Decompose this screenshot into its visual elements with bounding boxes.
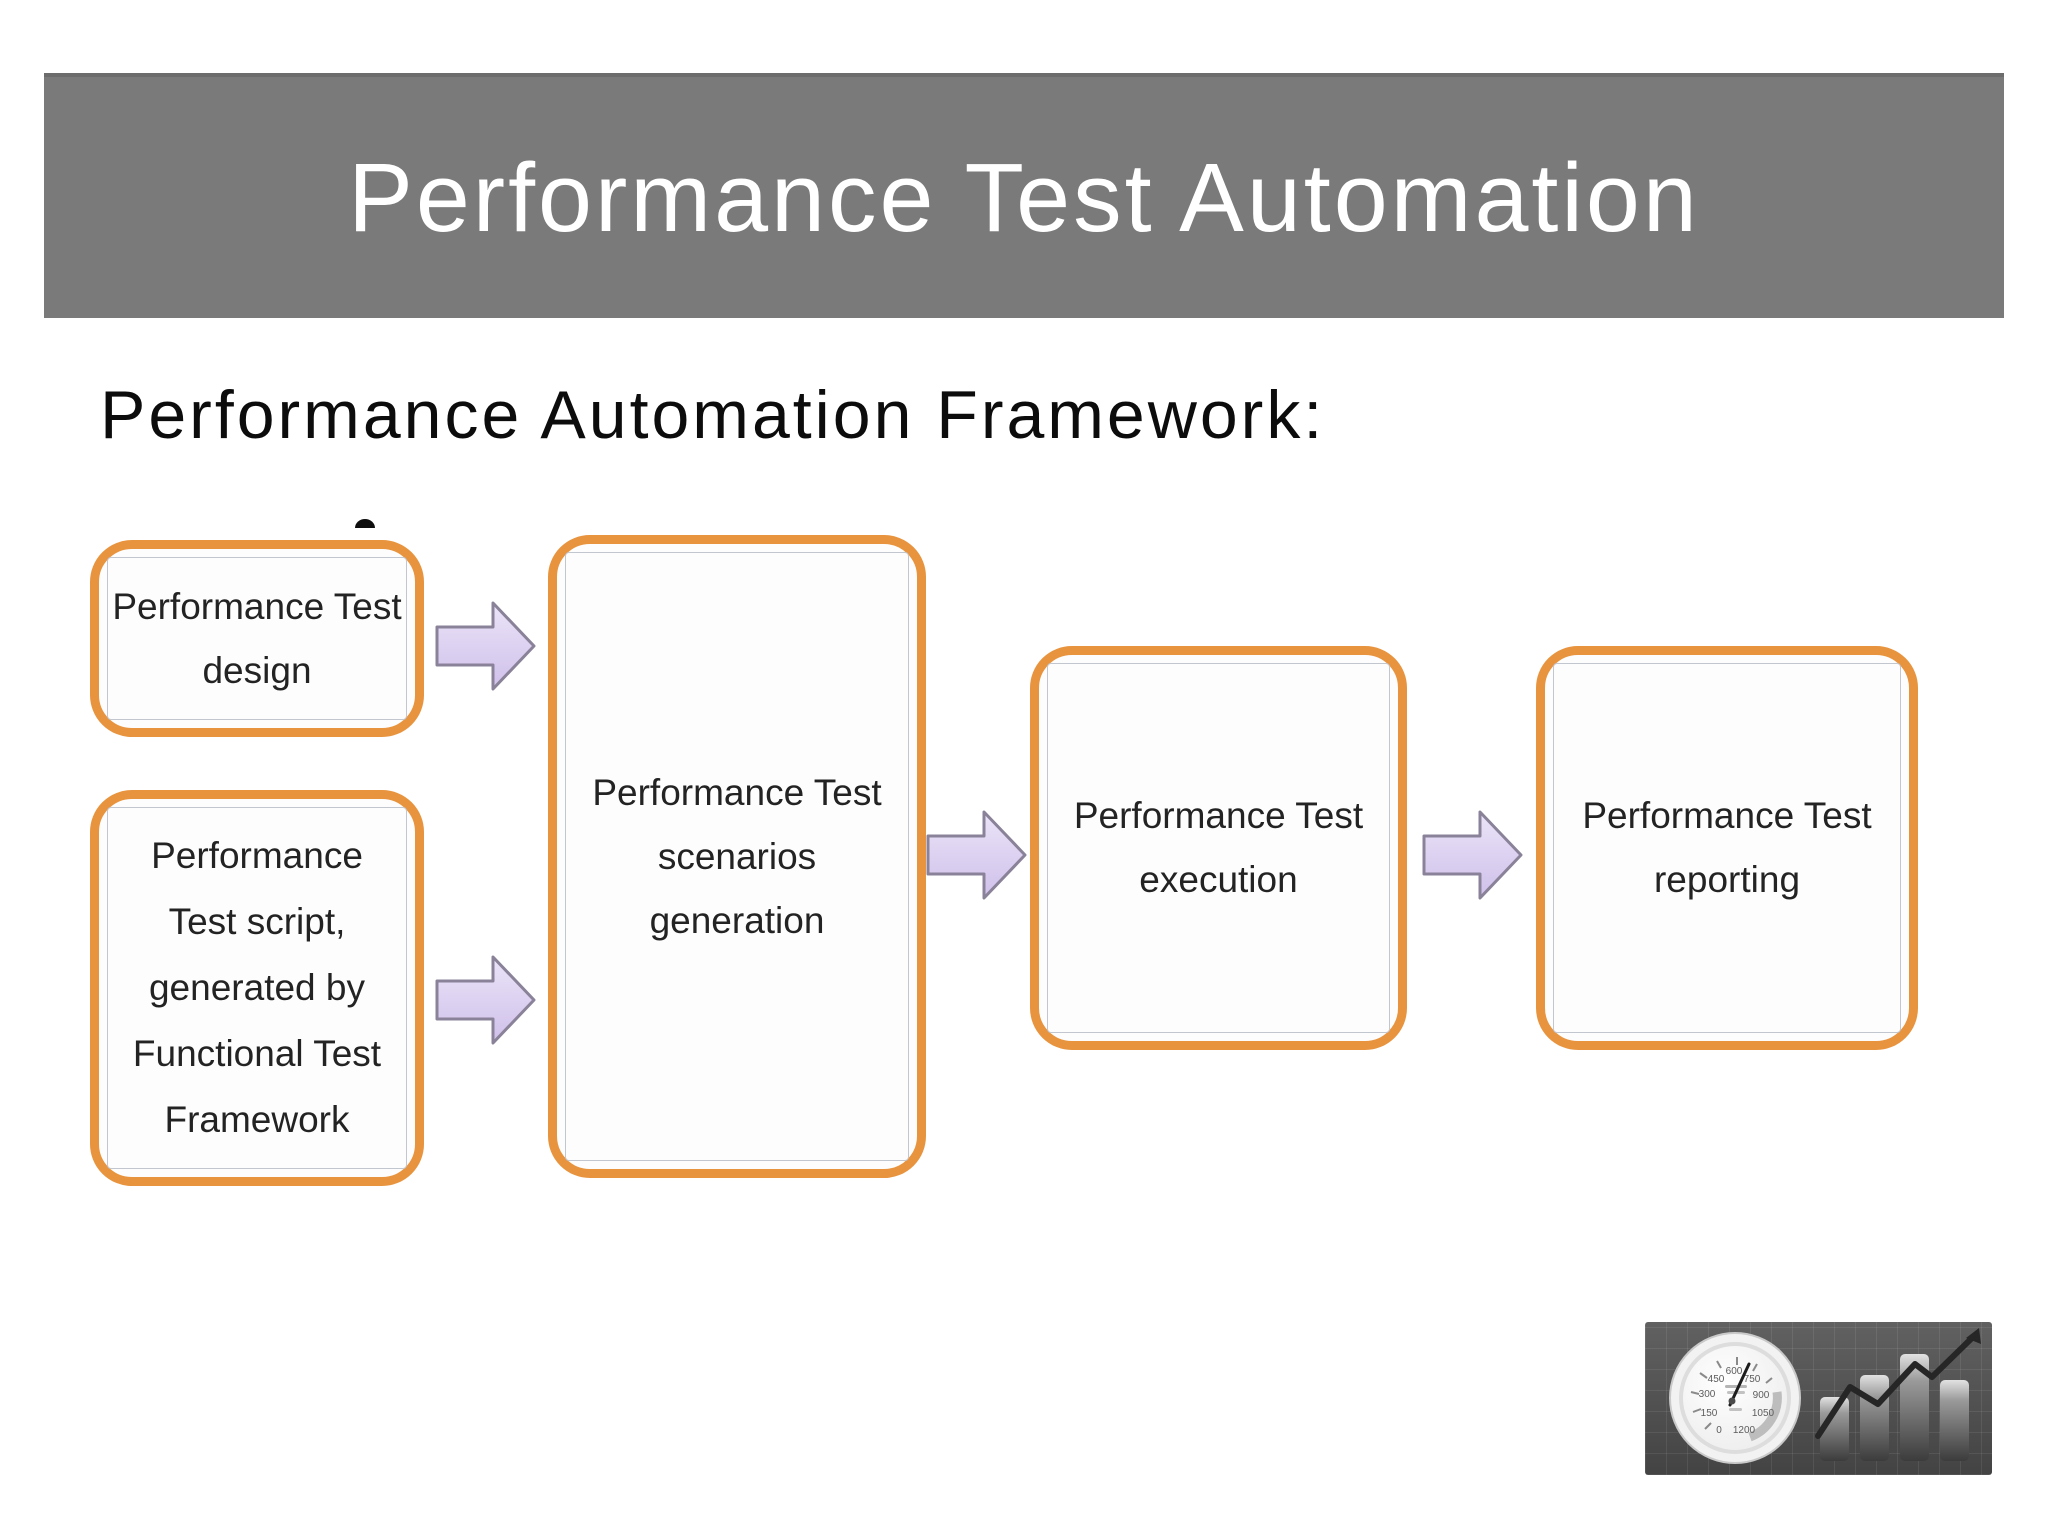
flow-box-design: Performance Test design (90, 540, 424, 737)
flow-box-inner-line (1047, 663, 1390, 1033)
flow-box-design-label: Performance Test design (99, 549, 415, 728)
trend-line-icon (1815, 1334, 1976, 1439)
gauge-label: 1050 (1752, 1408, 1775, 1419)
label-line: design (202, 649, 312, 691)
gauge-label: 450 (1708, 1374, 1725, 1385)
gauge-label: 900 (1753, 1390, 1770, 1401)
section-heading: Performance Automation Framework: (100, 377, 1326, 453)
flow-arrow-design-to-scenarios-icon (435, 601, 536, 691)
trend-arrowhead-icon (1966, 1328, 1981, 1344)
label-line: reporting (1653, 859, 1801, 900)
label-line: generated by (148, 967, 365, 1008)
label-line: Performance Test (592, 771, 882, 813)
flow-box-reporting: Performance Test reporting (1536, 646, 1918, 1050)
label-line: Performance Test (1582, 795, 1872, 836)
gauge-label: 1200 (1733, 1425, 1756, 1436)
label-line: Framework (164, 1099, 350, 1140)
gauge-icon: 0 150 300 450 600 750 900 1050 1200 (1669, 1332, 1801, 1464)
flow-box-reporting-label: Performance Test reporting (1545, 655, 1909, 1041)
label-line: scenarios (657, 835, 817, 877)
cropped-text-artifact (355, 519, 375, 528)
gauge-label: 750 (1744, 1374, 1761, 1385)
flow-box-execution-label: Performance Test execution (1039, 655, 1398, 1041)
label-line: execution (1139, 859, 1298, 900)
slide-title: Performance Test Automation (348, 142, 1700, 252)
gauge-label: 150 (1701, 1408, 1718, 1419)
label-line: Performance (151, 835, 363, 876)
gauge-label: 300 (1699, 1389, 1716, 1400)
flow-box-scenarios: Performance Test scenarios generation (548, 535, 926, 1178)
flow-box-script: Performance Test script, generated by Fu… (90, 790, 424, 1186)
gauge-and-bar-chart-icon: 0 150 300 450 600 750 900 1050 1200 (1669, 1328, 1981, 1464)
flow-arrow-script-to-scenarios-icon (435, 955, 536, 1045)
flow-box-inner-line (107, 557, 407, 720)
flow-box-scenarios-label: Performance Test scenarios generation (557, 544, 917, 1169)
flow-arrow-scenarios-to-execution-icon (926, 810, 1027, 900)
flow-box-inner-line (1553, 663, 1901, 1033)
flow-box-script-label: Performance Test script, generated by Fu… (99, 799, 415, 1177)
label-line: Performance Test (112, 585, 402, 627)
label-line: Test script, (168, 901, 346, 942)
label-line: generation (649, 899, 825, 941)
label-line: Performance Test (1073, 795, 1364, 836)
flow-box-inner-line (565, 552, 909, 1161)
flow-box-inner-line (107, 807, 407, 1169)
flow-box-execution: Performance Test execution (1030, 646, 1407, 1050)
flow-arrow-execution-to-reporting-icon (1422, 810, 1523, 900)
gauge-label: 0 (1716, 1425, 1722, 1436)
bar-chart-icon (1815, 1328, 1981, 1461)
label-line: Functional Test (132, 1033, 382, 1074)
title-bar: Performance Test Automation (44, 73, 2004, 318)
metrics-picture: 0 150 300 450 600 750 900 1050 1200 (1645, 1322, 1992, 1475)
gauge-label: 600 (1726, 1366, 1743, 1377)
